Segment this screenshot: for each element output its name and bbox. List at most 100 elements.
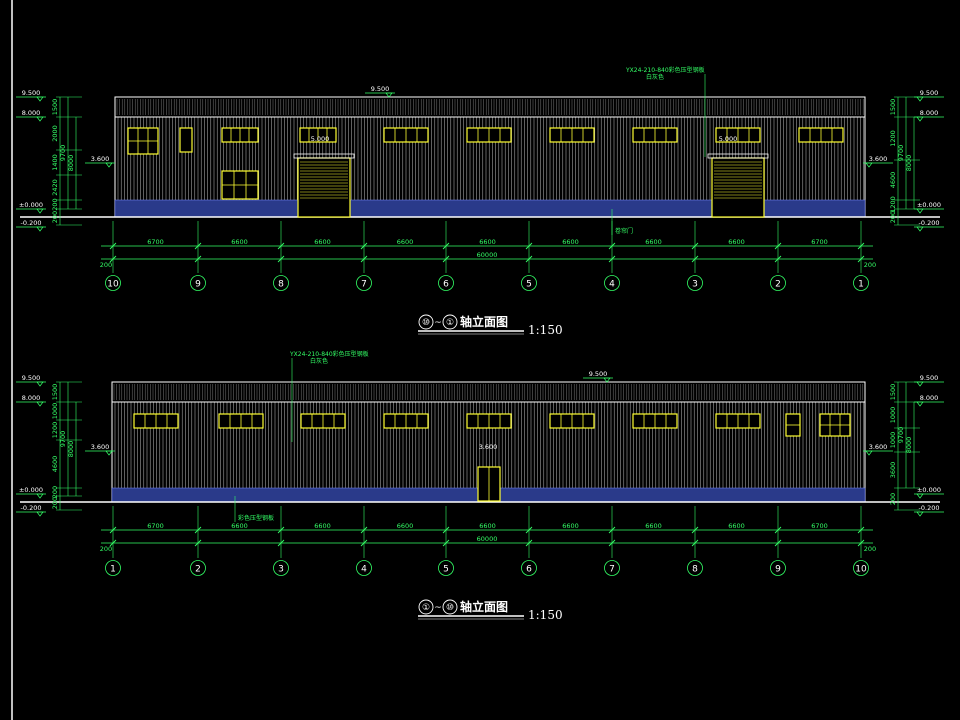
level-triangle [865, 450, 873, 456]
door-level-label: 3.600 [479, 443, 498, 451]
windows [127, 127, 844, 200]
dimension-label: 6600 [479, 522, 496, 530]
dimension-label: 200 [864, 261, 876, 269]
dimension-tick [109, 539, 117, 547]
level-triangle [36, 226, 44, 232]
axis-bubble [770, 275, 786, 291]
dimension-label: 6700 [147, 238, 164, 246]
axis-number: 6 [443, 280, 449, 290]
axis-number: 3 [278, 565, 284, 575]
level-label: ±0.000 [917, 201, 941, 209]
axis-bubble [356, 560, 372, 576]
dimension-label: 200 [51, 211, 59, 223]
axis-number: 8 [278, 280, 284, 290]
door-note: 彩色压型钢板 [238, 514, 274, 522]
dimension-label: 8000 [67, 441, 75, 458]
dimension-tick [857, 539, 865, 547]
dimension-label: 200 [51, 497, 59, 509]
dimension-label: 8000 [905, 155, 913, 172]
dimension-tick [608, 242, 616, 250]
level-label: ±0.000 [917, 486, 941, 494]
dimension-label: 200 [100, 261, 112, 269]
dimension-tick [857, 242, 865, 250]
axis-bubble [853, 560, 869, 576]
title-text: 轴立面图 [460, 599, 508, 614]
dimension-tick [857, 526, 865, 534]
dimension-label: 6700 [811, 522, 828, 530]
dimension-label: 2000 [51, 125, 59, 142]
level-label: 8.000 [22, 109, 41, 117]
dimension-label: 1500 [889, 384, 897, 401]
dimension-tick [608, 526, 616, 534]
level-triangle [36, 511, 44, 517]
dimension-tick [194, 526, 202, 534]
level-triangle [916, 401, 924, 407]
level-label: 9.500 [920, 89, 939, 97]
dimension-tick [608, 255, 616, 263]
axis-number: 1 [858, 280, 864, 290]
dimension-label: 6600 [645, 522, 662, 530]
windows [133, 413, 851, 437]
axis-number: 9 [775, 565, 781, 575]
level-label: -0.200 [919, 504, 940, 512]
axis-number: 10 [855, 565, 867, 575]
level-triangle [916, 116, 924, 122]
axis-bubble [521, 275, 537, 291]
level-label: 9.500 [22, 374, 41, 382]
dimension-tick [691, 242, 699, 250]
dimension-tick [194, 255, 202, 263]
material-note: YX24-210-840彩色压型钢板 [625, 66, 705, 74]
level-label: 3.600 [869, 443, 888, 451]
dimension-tick [360, 242, 368, 250]
axis-number: 4 [361, 565, 367, 575]
dimension-label: 6600 [479, 238, 496, 246]
level-label: 8.000 [920, 109, 939, 117]
dimension-tick [774, 242, 782, 250]
dimension-label: 6600 [562, 522, 579, 530]
axis-bubble [521, 560, 537, 576]
axis-bubble [105, 560, 121, 576]
dimension-tick [194, 242, 202, 250]
dimension-label: 4600 [889, 172, 897, 189]
dimension-label: 6600 [397, 522, 414, 530]
level-triangle [916, 381, 924, 387]
material-note-sub: 白灰色 [646, 73, 664, 81]
level-label: 9.500 [589, 370, 608, 378]
level-triangle [916, 511, 924, 517]
axis-number: 3 [692, 280, 698, 290]
parapet [114, 96, 866, 118]
dimension-tick [774, 539, 782, 547]
level-label: -0.200 [21, 219, 42, 227]
door-level-label: 5.000 [311, 135, 330, 143]
dimension-label: 9700 [59, 431, 67, 448]
level-label: ±0.000 [19, 486, 43, 494]
axis-number: 8 [692, 565, 698, 575]
level-triangle [36, 116, 44, 122]
dimension-tick [109, 242, 117, 250]
level-triangle [36, 381, 44, 387]
dimension-tick [109, 526, 117, 534]
dimension-label: 1500 [51, 384, 59, 401]
dimension-label: 9700 [897, 145, 905, 162]
dimension-tick [525, 526, 533, 534]
dimension-tick [608, 539, 616, 547]
dimension-tick [774, 526, 782, 534]
level-triangle [865, 162, 873, 168]
dimension-tick [360, 539, 368, 547]
dimension-label: 6600 [231, 238, 248, 246]
axis-number: 5 [526, 280, 532, 290]
dimension-label: 9700 [897, 427, 905, 444]
axis-number: 7 [609, 565, 615, 575]
axis-number: 1 [110, 565, 116, 575]
title-axis-from: ① [422, 603, 430, 613]
level-marks: 1500100012004600200200970080001500100010… [16, 370, 944, 517]
axis-bubble [273, 560, 289, 576]
dimension-tick [277, 255, 285, 263]
door [711, 157, 765, 218]
level-triangle [36, 493, 44, 499]
